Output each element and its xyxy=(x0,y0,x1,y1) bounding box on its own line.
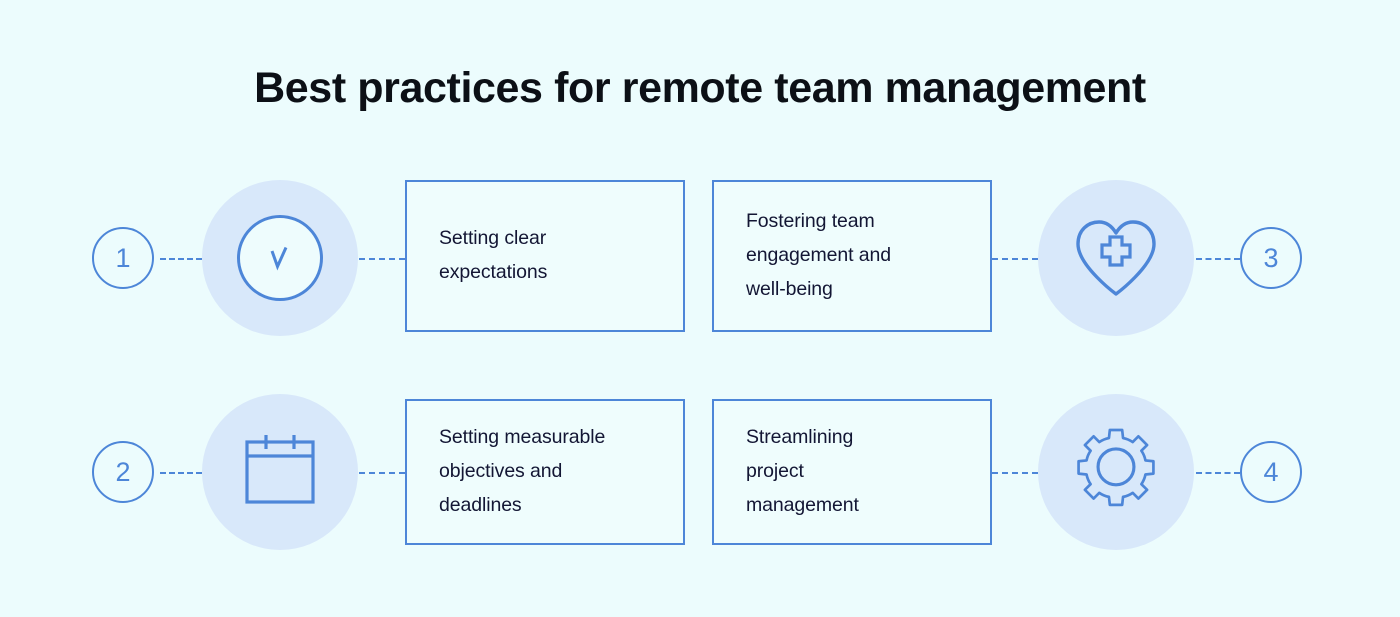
connector-icon3-to-badge3 xyxy=(1196,258,1240,260)
step-text-box-2[interactable]: Setting measurable objectives and deadli… xyxy=(405,399,685,545)
step-number-label-3: 3 xyxy=(1263,242,1279,273)
step-text-label-2: Setting measurable objectives and deadli… xyxy=(439,426,606,516)
connector-badge1-to-icon1 xyxy=(160,258,202,260)
icon-halo-4 xyxy=(1038,394,1194,550)
connector-icon1-to-box1 xyxy=(359,258,405,260)
connector-box4-to-icon4 xyxy=(992,472,1038,474)
connector-badge2-to-icon2 xyxy=(160,472,202,474)
step-number-label-1: 1 xyxy=(115,242,131,273)
calendar-icon xyxy=(234,426,326,518)
connector-icon2-to-box2 xyxy=(359,472,405,474)
step-text-label-3: Fostering team engagement and well-being xyxy=(746,210,891,300)
page-title: Best practices for remote team managemen… xyxy=(254,64,1146,112)
connector-icon4-to-badge4 xyxy=(1196,472,1240,474)
icon-halo-1 xyxy=(202,180,358,336)
step-number-label-4: 4 xyxy=(1263,456,1279,487)
icon-halo-2 xyxy=(202,394,358,550)
step-number-badge-1: 1 xyxy=(92,227,154,289)
step-number-badge-4: 4 xyxy=(1240,441,1302,503)
heart-plus-icon xyxy=(1070,212,1162,304)
step-text-label-4: Streamlining project management xyxy=(746,426,859,516)
step-number-badge-3: 3 xyxy=(1240,227,1302,289)
gear-icon xyxy=(1070,426,1162,518)
step-text-box-1[interactable]: Setting clear expectations xyxy=(405,180,685,332)
step-text-box-4[interactable]: Streamlining project management xyxy=(712,399,992,545)
check-circle-icon xyxy=(237,215,323,301)
step-number-label-2: 2 xyxy=(115,456,131,487)
step-text-label-1: Setting clear expectations xyxy=(439,227,548,283)
step-number-badge-2: 2 xyxy=(92,441,154,503)
icon-halo-3 xyxy=(1038,180,1194,336)
step-text-box-3[interactable]: Fostering team engagement and well-being xyxy=(712,180,992,332)
connector-box3-to-icon3 xyxy=(992,258,1038,260)
